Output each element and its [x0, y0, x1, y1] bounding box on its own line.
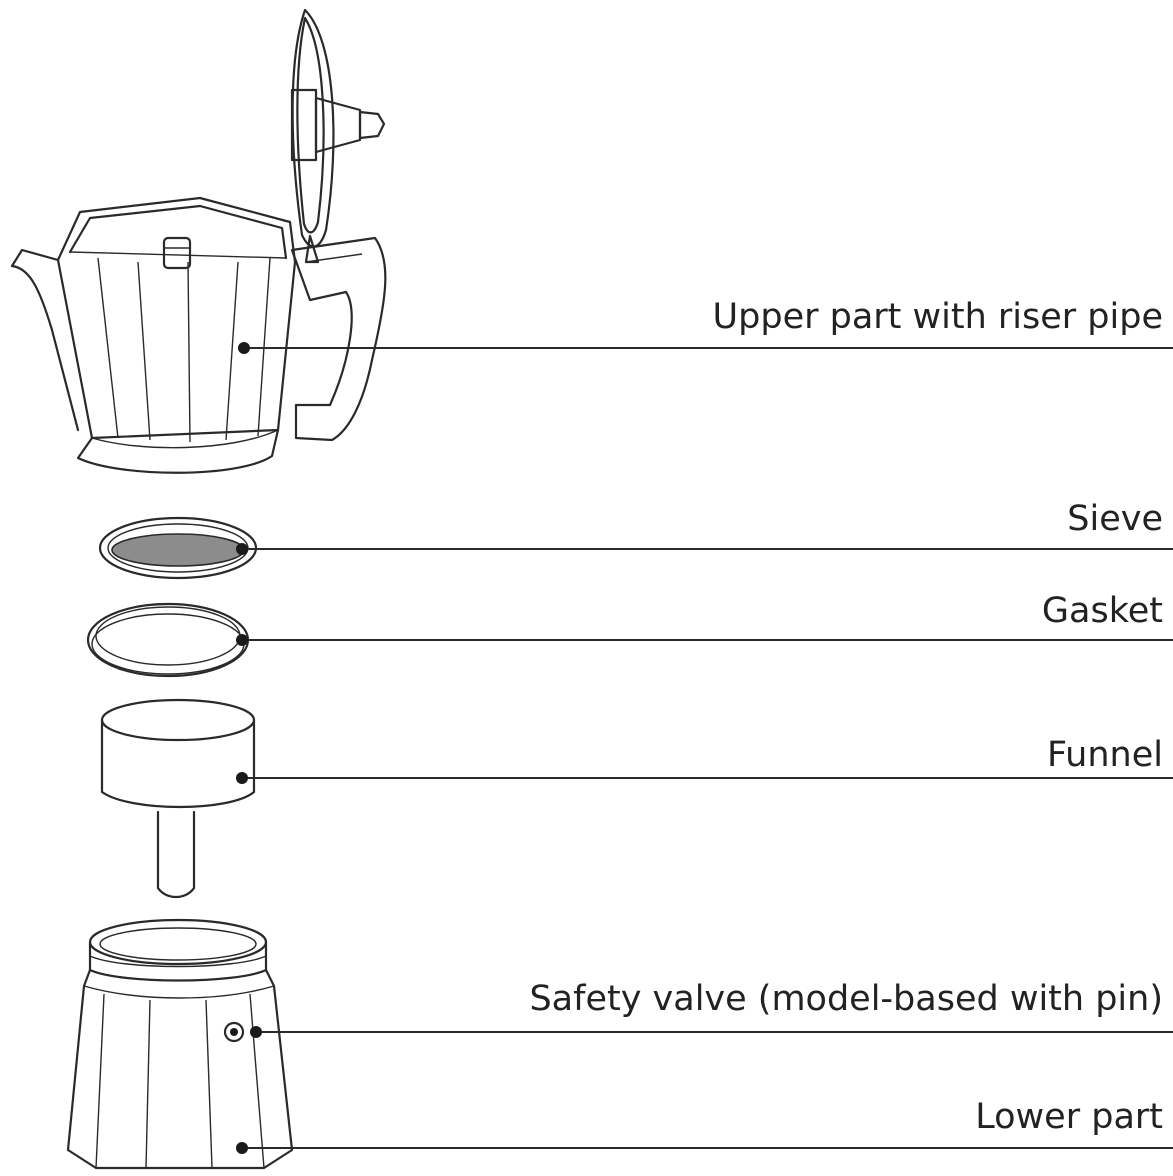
- gasket-drawing: [86, 602, 250, 678]
- label-upper-part: Upper part with riser pipe: [712, 297, 1163, 337]
- funnel-drawing: [100, 698, 256, 899]
- upper-part-drawing: [10, 8, 387, 474]
- label-funnel: Funnel: [1046, 735, 1163, 775]
- sieve-drawing: [98, 516, 258, 580]
- lid-drawing: [290, 8, 386, 264]
- leader-lines: [236, 342, 1173, 1154]
- label-gasket: Gasket: [1041, 591, 1163, 631]
- label-sieve: Sieve: [1067, 499, 1163, 539]
- label-safety-valve: Safety valve (model-based with pin): [529, 979, 1163, 1019]
- lower-part-drawing: [66, 918, 294, 1170]
- label-lower-part: Lower part: [975, 1097, 1163, 1137]
